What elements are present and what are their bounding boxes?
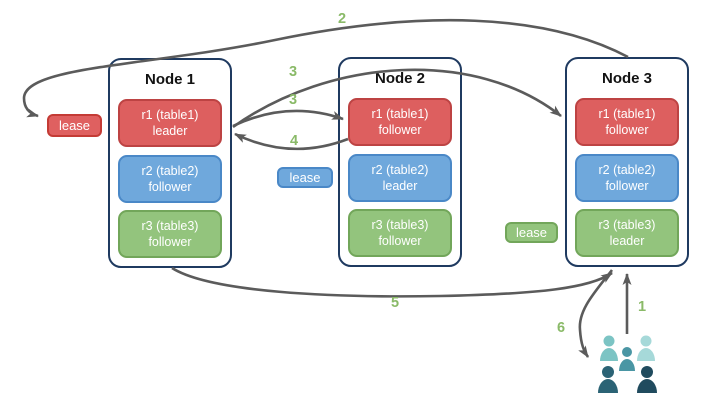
node-1-box: Node 1 r1 (table1) leader r2 (table2) fo… [108,58,232,268]
node-2-replica-r2: r2 (table2) leader [348,154,452,202]
replica-role: leader [609,234,645,248]
replica-name: r1 (table1) [598,106,656,121]
person-icon [637,335,655,361]
node-2-title: Node 2 [374,70,425,87]
step-label-1: 1 [637,299,647,315]
node-3-box: Node 3 r1 (table1) follower r2 (table2) … [565,57,689,267]
node-1-title: Node 1 [144,71,195,88]
step-label-4: 4 [289,133,299,149]
step-label-6: 6 [556,320,566,336]
node-1-replica-r2: r2 (table2) follower [118,155,222,203]
replica-role: follower [378,234,422,248]
replica-role: leader [152,124,188,138]
node-3-replica-r1: r1 (table1) follower [575,98,679,146]
step-label-5: 5 [390,295,400,311]
replica-name: r1 (table1) [141,107,199,122]
replica-name: r3 (table3) [598,217,656,232]
replica-name: r3 (table3) [371,217,429,232]
node-2-box: Node 2 r1 (table1) follower r2 (table2) … [338,57,462,267]
replica-name: r2 (table2) [141,163,199,178]
step-label-3b: 3 [288,92,298,108]
node-3-title: Node 3 [601,70,652,87]
replica-name: r2 (table2) [371,162,429,177]
lease-badge-table3: lease [505,222,558,243]
person-icon [598,366,618,393]
node-2-replica-r1: r1 (table1) follower [348,98,452,146]
step-label-3a: 3 [288,64,298,80]
replica-role: follower [148,235,192,249]
person-icon [637,366,657,393]
replica-role: leader [382,179,418,193]
node-2-replica-r3: r3 (table3) follower [348,209,452,257]
replica-role: follower [148,180,192,194]
arrow-step-3-to-node2 [232,109,344,128]
arrow-step-6 [578,269,614,358]
replica-role: follower [605,123,649,137]
node-1-replica-r1: r1 (table1) leader [118,99,222,147]
replica-name: r3 (table3) [141,218,199,233]
arrow-step-5 [171,266,613,298]
person-icon [600,335,618,361]
replica-name: r2 (table2) [598,162,656,177]
people-group-icon [598,335,657,393]
replica-role: follower [605,179,649,193]
lease-badge-table2: lease [277,167,333,188]
replica-name: r1 (table1) [371,106,429,121]
node-3-replica-r3: r3 (table3) leader [575,209,679,257]
node-3-replica-r2: r2 (table2) follower [575,154,679,202]
lease-badge-table1: lease [47,114,102,137]
person-icon [619,347,635,371]
step-label-2: 2 [337,11,347,27]
node-1-replica-r3: r3 (table3) follower [118,210,222,258]
replica-role: follower [378,123,422,137]
